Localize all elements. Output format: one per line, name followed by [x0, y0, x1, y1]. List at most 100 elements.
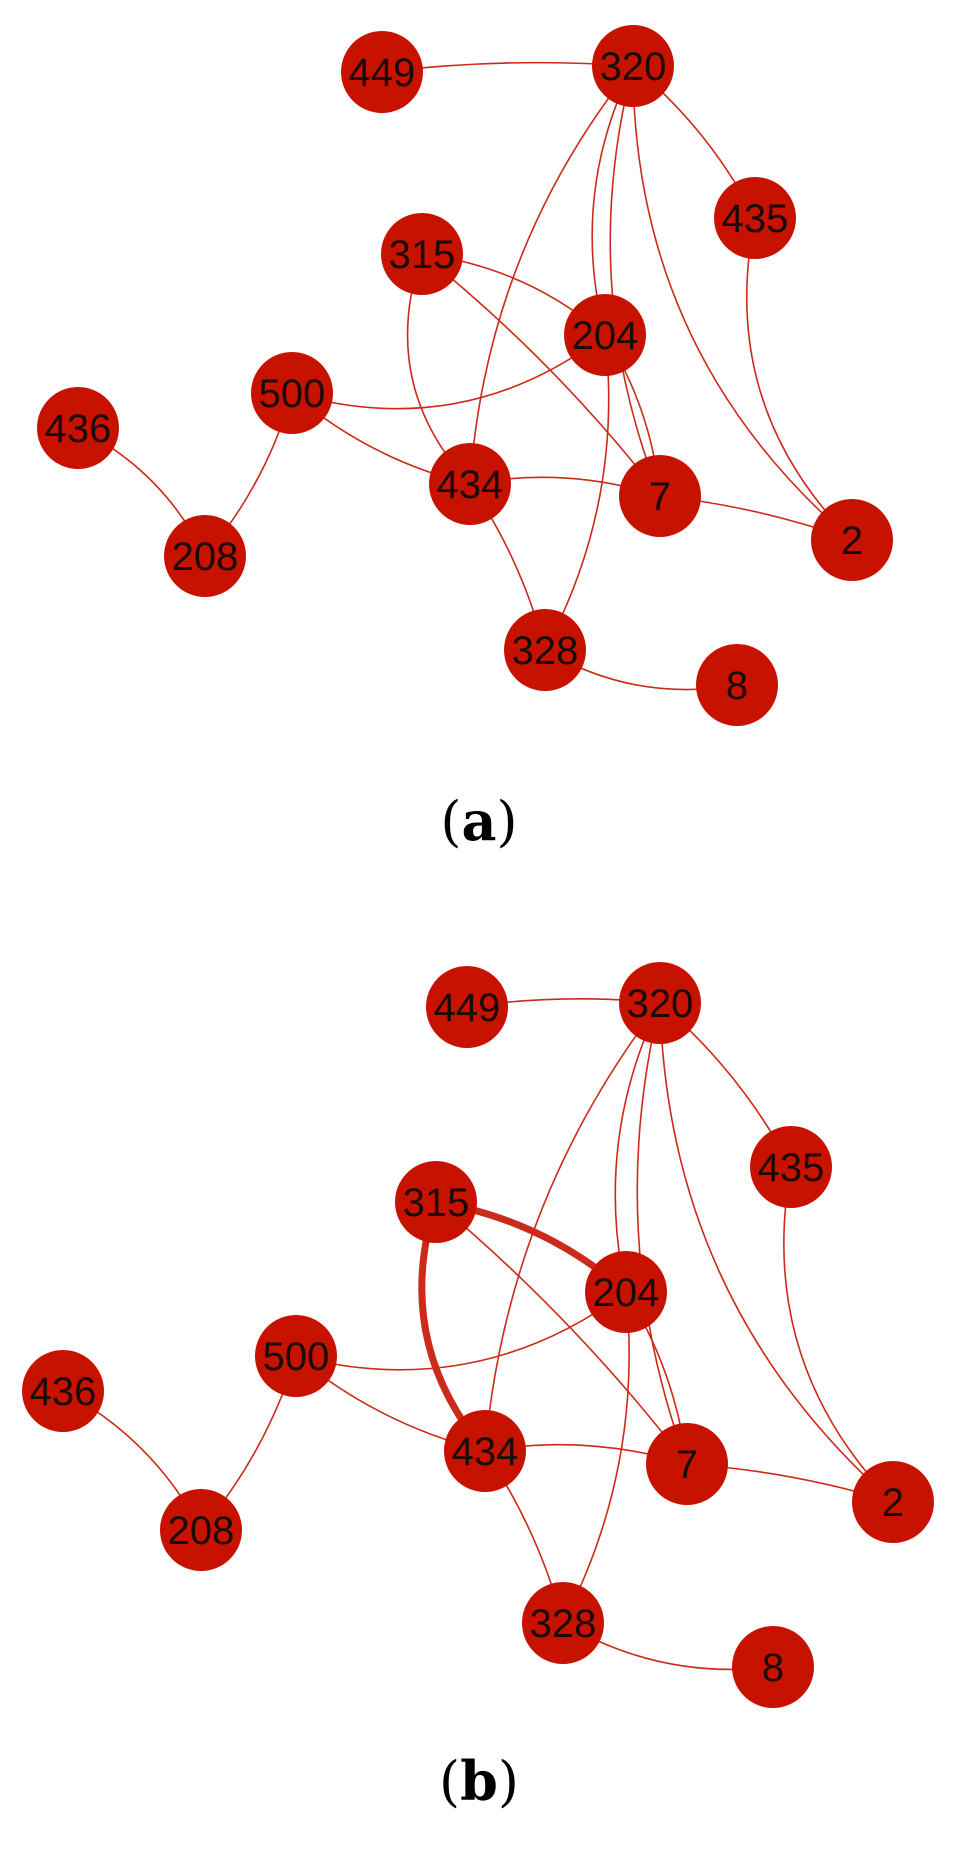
- panel-a-node-500-circle: [251, 352, 333, 434]
- panel-a-node-7-label: 7: [649, 475, 671, 519]
- panel-b-node-500-label: 500: [263, 1335, 330, 1379]
- panel-a-node-315-circle: [381, 213, 463, 295]
- panel-b-edges: [62, 998, 894, 1671]
- panel-a-node-436-label: 436: [45, 407, 112, 451]
- panel-b-node-500-circle: [255, 1315, 337, 1397]
- panel-b-node-449-circle: [426, 966, 508, 1048]
- panel-a-node-449: 449: [341, 31, 423, 113]
- panel-b-node-435-label: 435: [758, 1146, 825, 1190]
- panel-a-node-449-label: 449: [349, 51, 416, 95]
- panel-b-edge-435-2: [783, 1166, 894, 1503]
- panel-b-node-208-circle: [160, 1489, 242, 1571]
- panel-b-node-7: 7: [646, 1423, 728, 1505]
- panel-b-node-7-circle: [646, 1423, 728, 1505]
- panel-a-node-500: 500: [251, 352, 333, 434]
- panel-a-node-7: 7: [619, 455, 701, 537]
- panel-b-nodes: 449 320 435 315 204 500 436 434 7 2 208 328 8: [22, 962, 934, 1708]
- panel-b-edge-315-7: [435, 1201, 688, 1465]
- panel-b-node-2: 2: [852, 1461, 934, 1543]
- panel-a-node-208-label: 208: [172, 535, 239, 579]
- panel-a-node-434: 434: [429, 443, 511, 525]
- panel-b-node-315: 315: [395, 1161, 477, 1243]
- panel-b-node-8: 8: [732, 1626, 814, 1708]
- panel-b-node-204-label: 204: [593, 1271, 660, 1315]
- panel-a-node-436-circle: [37, 387, 119, 469]
- panel-a-node-8-circle: [696, 644, 778, 726]
- panel-a-edge-320-2: [632, 65, 853, 541]
- panel-a-node-320: 320: [592, 25, 674, 107]
- panel-b-node-328-circle: [522, 1582, 604, 1664]
- panel-a-node-2-label: 2: [841, 519, 863, 563]
- panel-b-node-8-label: 8: [762, 1646, 784, 1690]
- panel-a-node-315: 315: [381, 213, 463, 295]
- panel-b-node-436: 436: [22, 1350, 104, 1432]
- panel-a-node-7-circle: [619, 455, 701, 537]
- panel-a-node-435-circle: [714, 177, 796, 259]
- panel-a-node-8: 8: [696, 644, 778, 726]
- panel-a-edge-204-328: [544, 334, 610, 651]
- panel-b-node-208-label: 208: [168, 1509, 235, 1553]
- panel-b-node-449-label: 449: [434, 986, 501, 1030]
- panel-b-node-204: 204: [585, 1251, 667, 1333]
- panel-a-node-320-label: 320: [600, 45, 667, 89]
- panel-a-node-434-label: 434: [437, 463, 504, 507]
- panel-b: 449 320 435 315 204 500 436 434 7 2 208 328 8 (b): [22, 962, 934, 1813]
- panel-b-edge-320-204: [614, 1002, 661, 1293]
- panel-b-node-320-circle: [619, 962, 701, 1044]
- panel-a-edge-320-7: [609, 65, 661, 497]
- panel-a-node-315-label: 315: [389, 233, 456, 277]
- panel-a-node-435-label: 435: [722, 197, 789, 241]
- panel-b-node-328: 328: [522, 1582, 604, 1664]
- panel-a-node-320-circle: [592, 25, 674, 107]
- panel-b-node-435-circle: [750, 1126, 832, 1208]
- panel-b-node-434-circle: [444, 1410, 526, 1492]
- panel-b-node-449: 449: [426, 966, 508, 1048]
- panel-b-node-320-label: 320: [627, 982, 694, 1026]
- panel-a-nodes: 449 320 435 315 204 500 436 434 7 2 208 328 8: [37, 25, 893, 726]
- panel-b-node-315-label: 315: [403, 1181, 470, 1225]
- panel-b-node-8-circle: [732, 1626, 814, 1708]
- panel-a-caption: (a): [440, 789, 517, 853]
- panel-a-node-208-circle: [164, 515, 246, 597]
- panel-b-node-204-circle: [585, 1251, 667, 1333]
- panel-a-node-204: 204: [564, 294, 646, 376]
- panel-a-node-204-circle: [564, 294, 646, 376]
- panel-b-node-436-label: 436: [30, 1370, 97, 1414]
- panel-a-node-328-label: 328: [512, 629, 579, 673]
- panel-a-edge-435-2: [746, 217, 853, 541]
- panel-a-node-500-label: 500: [259, 372, 326, 416]
- panel-a-node-8-label: 8: [726, 664, 748, 708]
- panel-a-node-208: 208: [164, 515, 246, 597]
- panel-a-node-434-circle: [429, 443, 511, 525]
- panel-a-node-435: 435: [714, 177, 796, 259]
- panel-b-edge-320-434: [484, 1002, 661, 1452]
- panel-a-node-2-circle: [811, 499, 893, 581]
- panel-b-node-7-label: 7: [676, 1443, 698, 1487]
- panel-a-node-328: 328: [504, 609, 586, 691]
- panel-b-node-328-label: 328: [530, 1602, 597, 1646]
- panel-b-caption: (b): [439, 1749, 519, 1813]
- panel-a-node-2: 2: [811, 499, 893, 581]
- panel-a: 449 320 435 315 204 500 436 434 7 2 208 328 8 (a): [37, 25, 893, 853]
- panel-b-node-434: 434: [444, 1410, 526, 1492]
- panel-b-node-315-circle: [395, 1161, 477, 1243]
- panel-b-edge-204-328: [562, 1291, 630, 1624]
- panel-b-caption-letter: b: [460, 1749, 498, 1813]
- panel-b-node-2-circle: [852, 1461, 934, 1543]
- panel-b-node-434-label: 434: [452, 1430, 519, 1474]
- panel-a-edge-204-500: [291, 334, 606, 410]
- panel-b-edge-320-2: [659, 1002, 894, 1503]
- panel-b-node-435: 435: [750, 1126, 832, 1208]
- panel-a-caption-letter: a: [462, 789, 497, 853]
- panel-a-node-204-label: 204: [572, 314, 639, 358]
- panel-b-node-320: 320: [619, 962, 701, 1044]
- panel-b-node-208: 208: [160, 1489, 242, 1571]
- panel-b-node-436-circle: [22, 1350, 104, 1432]
- panel-a-node-436: 436: [37, 387, 119, 469]
- panel-b-node-500: 500: [255, 1315, 337, 1397]
- panel-b-edge-320-7: [636, 1002, 688, 1465]
- panel-a-edge-320-434: [469, 65, 634, 485]
- panel-b-node-2-label: 2: [882, 1481, 904, 1525]
- panel-a-node-328-circle: [504, 609, 586, 691]
